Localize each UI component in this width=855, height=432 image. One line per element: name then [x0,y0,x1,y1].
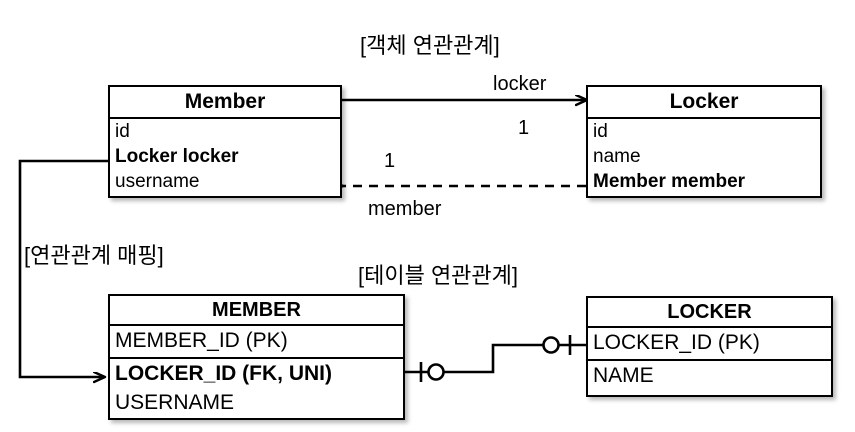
entity-title-locker: Locker [588,87,820,119]
entity-fields-locker: id name Member member [588,119,820,194]
table-title-member: MEMBER [110,296,403,326]
section-label-table-association: [테이블 연관관계] [358,263,519,288]
entity-box-member: Member id Locker locker username [108,85,342,198]
table-columns-member: MEMBER_ID (PK) LOCKER_ID (FK, UNI) USERN… [110,326,403,419]
entity-field: name [593,146,641,167]
edge-multiplicity-locker-side: 1 [518,117,530,139]
table-column: LOCKER_ID (PK) [593,331,760,354]
edge-member-table-to-locker-table [405,335,586,382]
section-label-association-mapping: [연관관계 매핑] [24,243,164,268]
table-title-locker: LOCKER [588,298,831,328]
edge-multiplicity-member-side: 1 [384,150,396,172]
table-box-locker: LOCKER LOCKER_ID (PK) NAME [586,296,833,397]
cardinality-zero-circle-member [427,363,445,381]
entity-box-locker: Locker id name Member member [586,85,822,198]
entity-field: Locker locker [115,146,239,167]
cardinality-zero-circle-locker [542,336,560,354]
table-column: USERNAME [115,391,235,414]
entity-field: Member member [593,171,746,192]
table-column: MEMBER_ID (PK) [115,329,288,352]
entity-field: username [115,171,200,192]
table-box-member: MEMBER MEMBER_ID (PK) LOCKER_ID (FK, UNI… [108,294,405,420]
table-column: LOCKER_ID (FK, UNI) [110,357,403,388]
section-label-object-association: [객체 연관관계] [360,33,500,58]
table-column: NAME [588,359,831,390]
entity-field: id [593,121,608,142]
edge-label-locker: locker [493,73,547,95]
table-columns-locker: LOCKER_ID (PK) NAME [588,328,831,390]
entity-fields-member: id Locker locker username [110,119,340,194]
entity-field: id [115,121,130,142]
entity-title-member: Member [110,87,340,119]
edge-label-member: member [368,198,442,220]
